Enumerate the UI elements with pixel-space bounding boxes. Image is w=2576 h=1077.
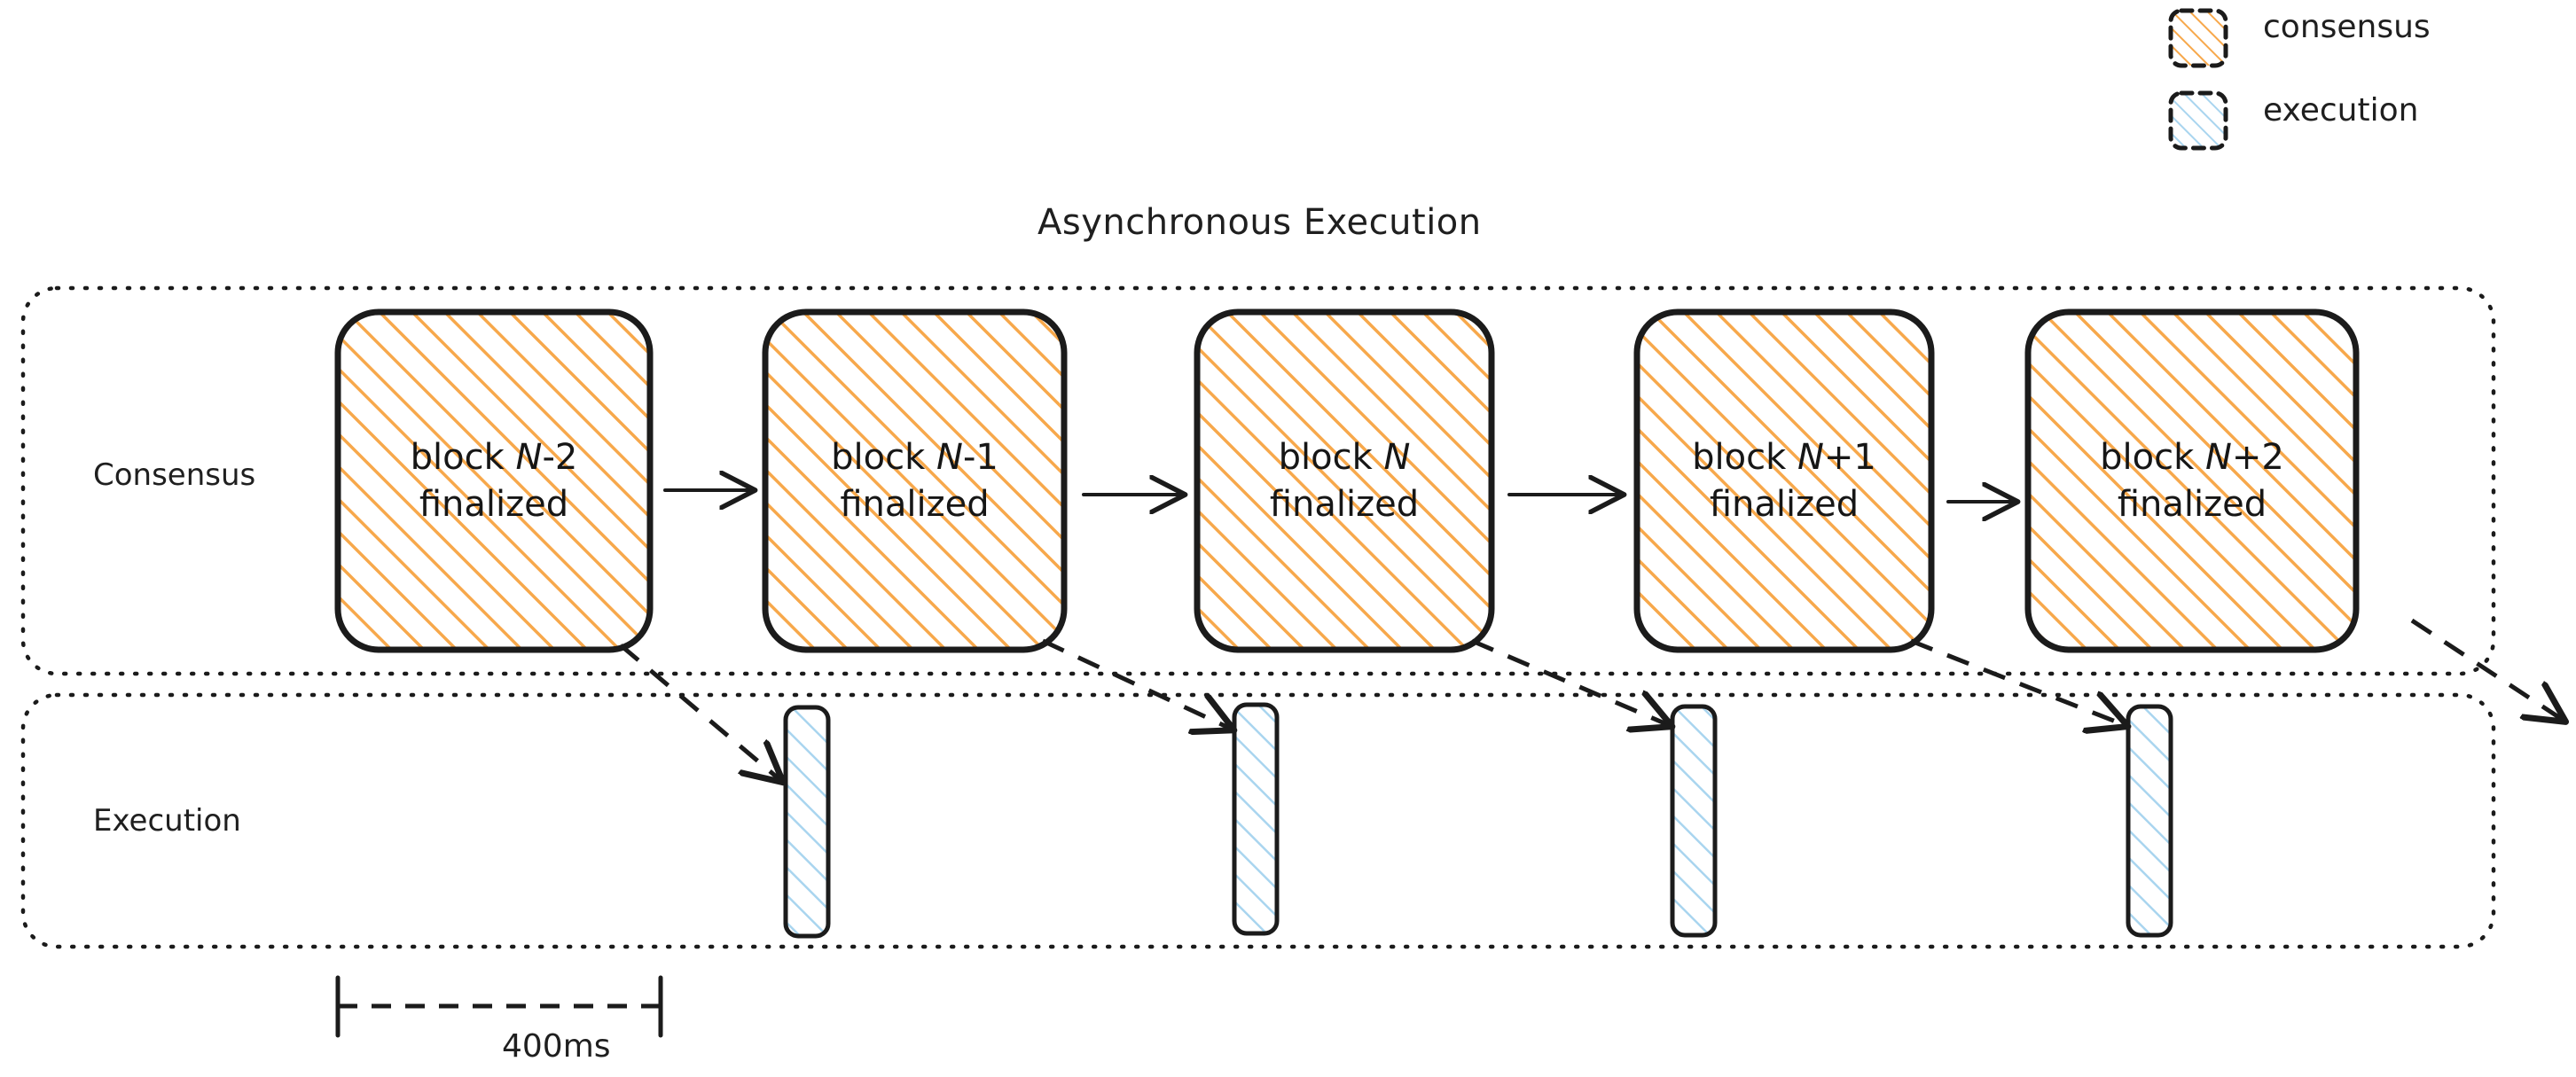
block-status: finalized (2117, 484, 2267, 526)
consensus-block-3[interactable] (1194, 308, 1495, 653)
lane-label-consensus: Consensus (93, 457, 256, 493)
page-title: Asynchronous Execution (1037, 202, 1482, 243)
legend-execution-swatch (2168, 90, 2228, 151)
block-word: block (2100, 437, 2205, 478)
consensus-block-4-label: block N+1 finalized (1637, 434, 1931, 528)
execution-bar-2[interactable] (1232, 702, 1280, 936)
async-arrow-2 (1041, 638, 1231, 729)
consensus-block-2-label: block N-1 finalized (765, 434, 1064, 528)
async-arrow-1 (619, 644, 780, 780)
block-word: block (1692, 437, 1797, 478)
block-status: finalized (1269, 484, 1420, 526)
legend-item-execution-label: execution (2263, 92, 2419, 129)
consensus-block-1[interactable] (334, 308, 654, 653)
consensus-block-5[interactable] (2024, 308, 2360, 653)
block-index-var: N (1797, 437, 1824, 478)
consensus-block-3-label: block N finalized (1197, 434, 1492, 528)
execution-bar-3[interactable] (1670, 704, 1718, 938)
legend-item-consensus-label: consensus (2263, 9, 2431, 45)
block-index-offset: -1 (962, 437, 998, 478)
measurement-bracket (335, 975, 663, 1038)
block-word: block (831, 437, 937, 478)
execution-bar-4[interactable] (2126, 704, 2173, 938)
lane-label-execution: Execution (93, 803, 241, 839)
block-index-var: N (936, 437, 963, 478)
block-index-offset: +1 (1823, 437, 1876, 478)
async-arrow-4 (1910, 638, 2125, 725)
legend-consensus-swatch (2168, 8, 2228, 68)
block-status: finalized (1709, 484, 1860, 526)
async-arrow-5-offscreen (2410, 618, 2563, 720)
async-arrow-3 (1471, 638, 1669, 725)
block-index-var: N (515, 437, 543, 478)
block-index-offset: +2 (2231, 437, 2284, 478)
consensus-block-1-label: block N-2 finalized (338, 434, 650, 528)
consensus-block-2[interactable] (762, 308, 1068, 653)
block-word: block (1278, 437, 1384, 478)
block-index-var: N (1383, 437, 1411, 478)
block-index-offset: -2 (542, 437, 578, 478)
measurement-label: 400ms (502, 1028, 611, 1065)
block-word: block (410, 437, 516, 478)
execution-bar-1[interactable] (783, 705, 831, 939)
block-status: finalized (840, 484, 990, 526)
block-index-var: N (2204, 437, 2232, 478)
consensus-lane-container (20, 285, 2496, 676)
consensus-block-5-label: block N+2 finalized (2028, 434, 2356, 528)
consensus-block-4[interactable] (1633, 308, 1935, 653)
block-status: finalized (419, 484, 569, 526)
